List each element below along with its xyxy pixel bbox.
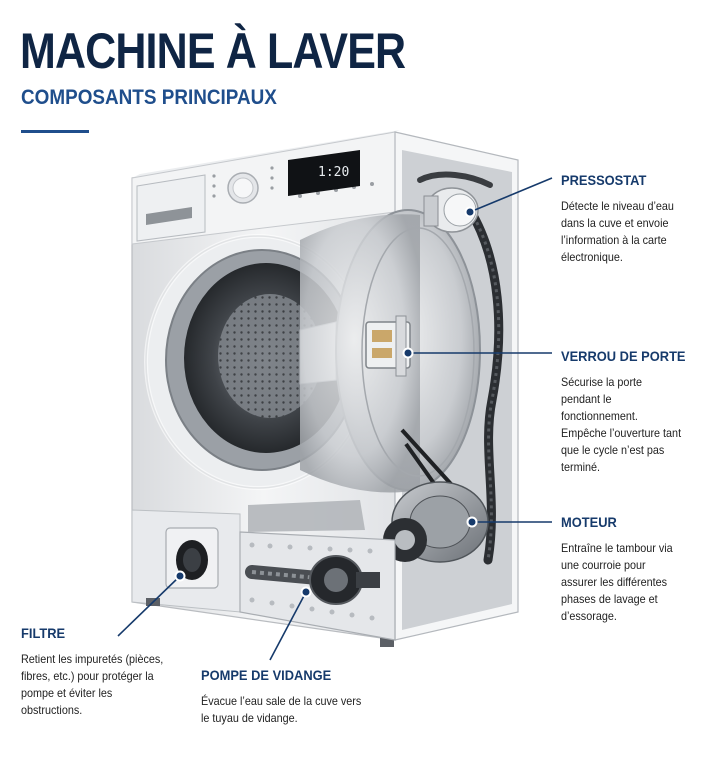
pompe-marker [300, 586, 312, 598]
pressostat-part [423, 187, 479, 233]
callout-description: Évacue l’eau sale de la cuve vers le tuy… [201, 694, 362, 725]
filtre-leader [117, 575, 181, 637]
pressostat-marker [464, 206, 476, 218]
callout-moteur: MOTEUR Entraîne le tambour via une courr… [561, 514, 696, 625]
pump-compartment [239, 500, 396, 641]
callout-title: FILTRE [21, 625, 66, 641]
verrou-marker [402, 347, 414, 359]
callout-pompe: POMPE DE VIDANGE Évacue l’eau sale de la… [201, 667, 386, 727]
callout-title: POMPE DE VIDANGE [201, 667, 332, 683]
callout-description: Retient les impuretés (pièces, fibres, e… [21, 652, 164, 717]
callout-title: VERROU DE PORTE [561, 348, 686, 364]
drain-pump-part [309, 555, 380, 605]
callout-filtre: FILTRE Retient les impuretés (pièces, fi… [21, 625, 181, 719]
control-display [288, 150, 360, 196]
machine-cutaway [300, 131, 519, 641]
door-lock-part [365, 315, 411, 377]
callout-pressostat: PRESSOSTAT Détecte le niveau d’eau dans … [561, 172, 696, 266]
page-subtitle: COMPOSANTS PRINCIPAUX [21, 86, 277, 109]
pompe-leader [269, 591, 307, 661]
callout-description: Sécurise la porte pendant le fonctionnem… [561, 375, 682, 474]
callout-description: Détecte le niveau d’eau dans la cuve et … [561, 199, 674, 264]
callout-title: MOTEUR [561, 514, 617, 530]
drum-icon [218, 294, 322, 418]
motor-part [383, 481, 489, 563]
callout-verrou: VERROU DE PORTE Sécurise la porte pendan… [561, 348, 696, 476]
moteur-marker [466, 516, 478, 528]
page-title: MACHINE À LAVER [20, 23, 406, 79]
filtre-marker [174, 570, 186, 582]
title-divider [21, 130, 89, 133]
callout-title: PRESSOSTAT [561, 172, 647, 188]
callout-description: Entraîne le tambour via une courroie pou… [561, 541, 673, 623]
pressostat-leader [469, 177, 553, 213]
display-readout: 1:20 [318, 165, 349, 180]
